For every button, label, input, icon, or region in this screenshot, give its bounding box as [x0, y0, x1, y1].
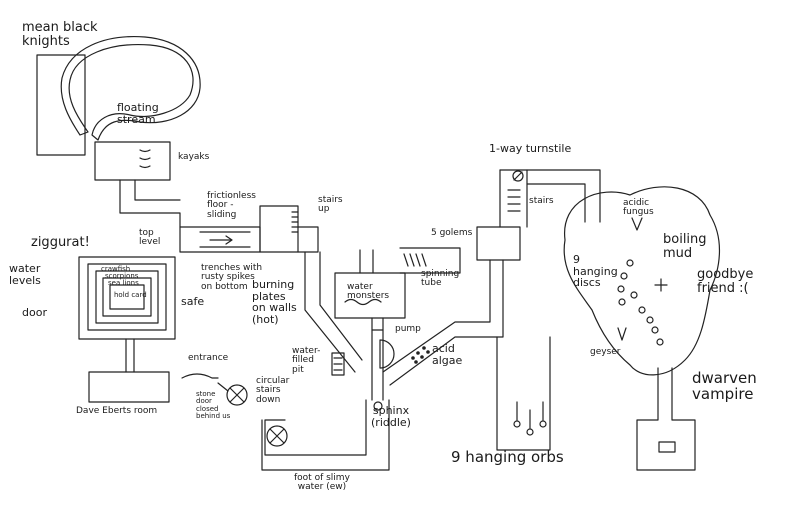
label-safe: safe — [181, 295, 205, 308]
label-water-filled-pit: water- filled pit — [292, 346, 321, 375]
label-trenches: trenches with rusty spikes on bottom — [201, 263, 263, 292]
label-dave-room: Dave Eberts room — [76, 406, 158, 416]
label-turnstile: 1-way turnstile — [489, 142, 572, 155]
water-monsters-room — [334, 272, 406, 319]
stairs-room — [259, 205, 299, 253]
label-pump: pump — [395, 324, 421, 334]
ring-label-crawfish: crawfish — [101, 265, 131, 273]
turnstile — [512, 170, 524, 182]
label-water-monsters: water monsters — [347, 282, 390, 302]
knights-room — [36, 54, 86, 156]
label-burning-plates: burning plates on walls (hot) — [252, 278, 297, 326]
label-five-golems: 5 golems — [431, 228, 473, 238]
label-dwarven-vampire: dwarven vampire — [692, 369, 757, 403]
label-hanging-discs: 9 hanging discs — [573, 253, 618, 290]
label-acid-algae: acid algae — [432, 342, 463, 367]
label-stairs-up: stairs up — [318, 195, 343, 215]
label-floating-stream: floating stream — [117, 101, 159, 126]
label-acidic-fungus: acidic fungus — [623, 198, 654, 218]
label-boiling-mud: boiling mud — [663, 232, 707, 261]
label-stone-door: stone door closed behind us — [196, 390, 231, 421]
label-door: door — [22, 306, 47, 319]
golems-room — [476, 226, 521, 261]
floating-stream — [60, 36, 201, 141]
water-filled-pit — [331, 352, 345, 376]
label-foot-water: foot of slimy water (ew) — [294, 473, 350, 493]
label-stairs: stairs — [529, 196, 554, 206]
ring-label-hold-card: hold card — [114, 291, 147, 299]
frictionless-corridor — [179, 226, 261, 253]
label-entrance: entrance — [188, 353, 229, 363]
label-circular-stairs: circular stairs down — [256, 376, 290, 405]
label-spinning-tube: spinning tube — [421, 269, 460, 289]
label-sphinx: sphinx (riddle) — [371, 404, 411, 429]
kayaks-room — [94, 141, 171, 181]
ring-label-sea-lions: sea lions — [108, 279, 139, 287]
boiling-mud-area — [563, 186, 720, 376]
label-kayaks: kayaks — [178, 152, 210, 162]
ziggurat-outer — [78, 256, 176, 340]
ring-label-scorpions: scorpions — [105, 272, 139, 280]
label-geyser: geyser — [590, 347, 621, 357]
vampire-coffin — [658, 441, 676, 453]
label-goodbye-friend: goodbye friend :( — [697, 267, 754, 296]
spinning-tube — [399, 247, 461, 274]
label-mean-black-knights: mean black knights — [22, 20, 98, 49]
label-ziggurat: ziggurat! — [31, 235, 90, 250]
label-frictionless: frictionless floor - sliding — [207, 191, 256, 220]
pump — [379, 339, 395, 369]
label-nine-hanging-orbs: 9 hanging orbs — [451, 448, 564, 466]
label-top-level: top level — [139, 228, 161, 248]
dave-room — [88, 371, 170, 403]
label-water-levels: water levels — [9, 262, 41, 287]
